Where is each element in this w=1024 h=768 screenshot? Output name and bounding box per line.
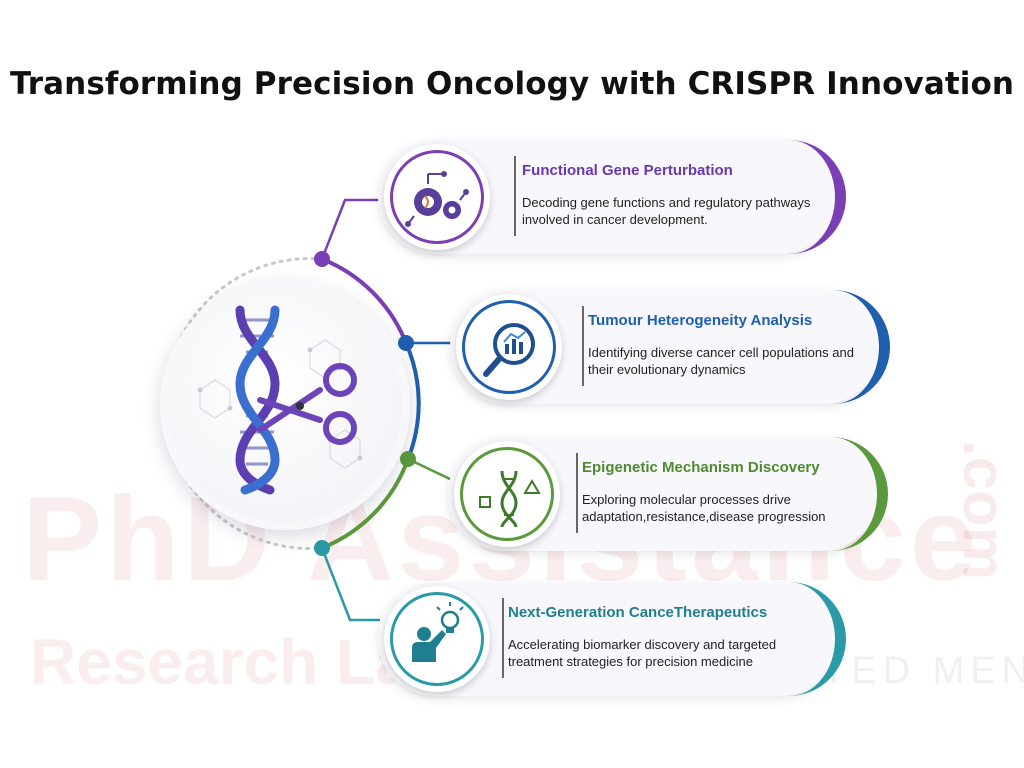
branch-line-3	[407, 457, 453, 482]
card-description: Decoding gene functions and regulatory p…	[522, 195, 811, 227]
card-edge	[786, 140, 846, 254]
page-title: Transforming Precision Oncology with CRI…	[9, 66, 1015, 102]
card-edge	[830, 290, 890, 404]
card-edge	[786, 582, 846, 696]
card-description: Accelerating biomarker discovery and tar…	[508, 637, 777, 669]
node-green	[400, 451, 416, 467]
arc-segment-green	[321, 458, 410, 550]
node-blue	[398, 335, 414, 351]
card-icon-disc	[456, 294, 562, 400]
card-divider	[502, 598, 504, 678]
card-description: Exploring molecular processes drive adap…	[582, 492, 826, 524]
arc-segment-blue	[404, 342, 421, 460]
gear-dna-icon	[405, 171, 469, 227]
card-edge	[828, 437, 888, 551]
card-icon-disc	[384, 144, 490, 250]
card-tumour-heterogeneity-analysis: Tumour Heterogeneity Analysis Identifyin…	[450, 290, 890, 404]
card-icon-disc	[384, 586, 490, 692]
node-purple	[314, 251, 330, 267]
card-icon-ring	[460, 447, 554, 541]
card-divider	[514, 156, 516, 236]
card-functional-gene-perturbation: Functional Gene Perturbation Decoding ge…	[378, 140, 846, 254]
card-title: Epigenetic Mechanism Discovery	[582, 459, 820, 476]
card-title: Tumour Heterogeneity Analysis	[588, 312, 813, 329]
card-epigenetic-mechanism-discovery: Epigenetic Mechanism Discovery Exploring…	[448, 437, 888, 551]
card-icon-ring	[390, 150, 484, 244]
branch-line-4	[320, 547, 380, 622]
magnifier-chart-icon	[483, 323, 535, 377]
crispr-hub	[160, 280, 410, 530]
branch-line-1	[320, 198, 380, 260]
card-title: Next-Generation CanceTherapeutics	[508, 604, 768, 621]
card-divider	[576, 453, 578, 533]
person-lightbulb-icon	[412, 602, 464, 662]
dna-shapes-icon	[479, 470, 541, 528]
arc-segment-purple	[321, 257, 408, 344]
card-divider	[582, 306, 584, 386]
card-description: Identifying diverse cancer cell populati…	[588, 345, 854, 377]
card-next-generation-therapeutics: Next-Generation CanceTherapeutics Accele…	[378, 582, 846, 696]
card-icon-disc	[454, 441, 560, 547]
node-teal	[314, 540, 330, 556]
card-title: Functional Gene Perturbation	[522, 162, 733, 179]
card-icon-ring	[390, 592, 484, 686]
card-icon-ring	[462, 300, 556, 394]
dna-scissors-icon	[197, 305, 363, 495]
